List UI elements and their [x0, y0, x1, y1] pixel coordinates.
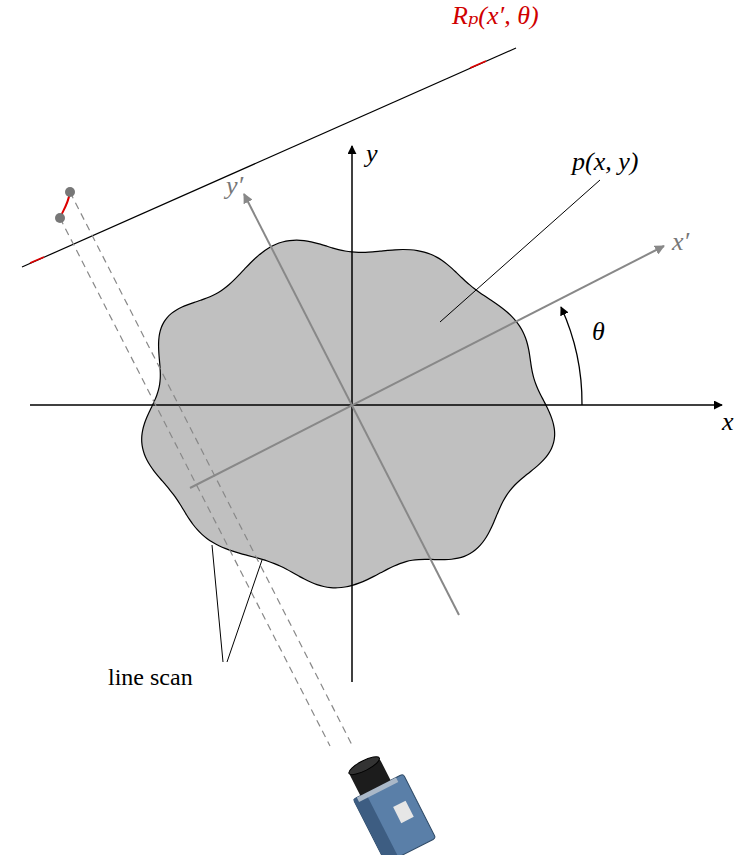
axis-label: y — [366, 140, 378, 169]
scan-ray — [60, 218, 330, 746]
x-axis — [30, 404, 722, 406]
axis-label: y′ — [226, 172, 243, 201]
ray-dot — [65, 187, 75, 197]
x-prime-axis — [190, 246, 664, 488]
callout-label: line scan — [108, 664, 193, 690]
function-label: p(x, y) — [572, 148, 638, 177]
y-axis — [351, 146, 353, 682]
projection-axis — [22, 48, 516, 267]
projection-label: Rₚ(x′, θ) — [452, 2, 539, 31]
angle-label: θ — [592, 318, 605, 347]
axis-label: x — [722, 408, 734, 437]
leader-line — [440, 180, 600, 322]
leader-line — [212, 545, 223, 662]
object-region — [142, 240, 555, 588]
leader-line — [227, 560, 262, 662]
projection-mark — [30, 257, 44, 263]
y-prime-axis — [244, 194, 459, 615]
axis-label: x′ — [672, 228, 689, 257]
ray-dot — [55, 213, 65, 223]
line-scan-camera — [340, 747, 436, 855]
scan-ray — [70, 192, 352, 745]
angle-arc — [561, 307, 582, 405]
projection-mark — [470, 61, 486, 68]
